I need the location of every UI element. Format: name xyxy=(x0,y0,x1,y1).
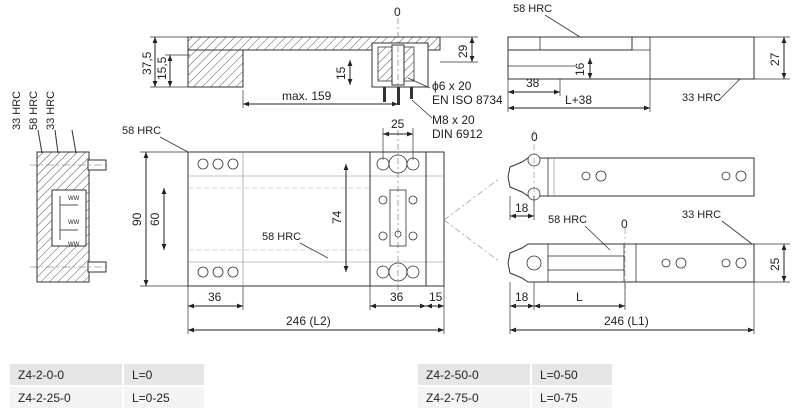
table-row: Z4-2-50-0 L=0-50 xyxy=(418,364,612,386)
hrc-label-plan-mid: 58 HRC xyxy=(262,231,301,243)
technical-drawing: WW WW WW 33 HRC 58 HRC 33 HRC 37,5 15,5 … xyxy=(11,3,790,334)
right-plan-view-a: 0 18 xyxy=(507,130,755,220)
hrc-label-right-bottom: 33 HRC xyxy=(682,92,721,104)
table-row: Z4-2-25-0 L=0-25 xyxy=(10,385,204,408)
dim-25: 25 xyxy=(391,117,405,131)
variant-length: L=0-75 xyxy=(530,385,612,408)
svg-text:WW: WW xyxy=(68,220,80,226)
dim-18-a: 18 xyxy=(515,201,529,215)
pin-standard: EN ISO 8734 xyxy=(432,93,503,107)
svg-text:WW: WW xyxy=(68,242,80,248)
hrc-label-plan-top: 58 HRC xyxy=(122,125,161,137)
dim-74: 74 xyxy=(330,210,344,224)
dim-27: 27 xyxy=(768,52,782,66)
dim-37-5: 37,5 xyxy=(140,51,154,75)
center-plan-view: 90 60 74 25 36 36 15 246 (L2) 58 HRC 58 … xyxy=(122,117,445,334)
dim-15-plan: 15 xyxy=(429,290,443,304)
dim-max-159: max. 159 xyxy=(282,89,332,103)
dim-l: L xyxy=(576,290,583,304)
zero-mark-right-b: 0 xyxy=(621,217,628,231)
pin-spec: ϕ6 x 20 xyxy=(432,79,472,93)
dim-60: 60 xyxy=(148,212,162,226)
dim-36-right: 36 xyxy=(390,290,404,304)
dim-29: 29 xyxy=(456,44,470,58)
variant-code: Z4-2-25-0 xyxy=(10,385,123,408)
hrc-label-right-top: 58 HRC xyxy=(513,3,552,15)
variant-table-right: Z4-2-50-0 L=0-50 Z4-2-75-0 L=0-75 xyxy=(418,364,612,408)
dim-246-l1: 246 (L1) xyxy=(604,314,649,328)
zero-mark-top: 0 xyxy=(394,5,401,19)
right-top-view: 38 L+38 16 27 58 HRC 33 HRC xyxy=(507,3,790,112)
dim-15-top: 15 xyxy=(334,66,348,80)
hrc-label-side-1: 33 HRC xyxy=(11,91,23,130)
right-plan-view-b: 0 58 HRC 33 HRC 25 18 L 246 (L1) xyxy=(507,209,790,334)
variant-length: L=0 xyxy=(122,364,204,386)
variant-code: Z4-2-50-0 xyxy=(418,364,531,386)
dim-90: 90 xyxy=(130,212,144,226)
hrc-label-side-2: 58 HRC xyxy=(28,91,40,130)
dim-246-l2: 246 (L2) xyxy=(286,314,331,328)
screw-spec: M8 x 20 xyxy=(432,113,475,127)
table-row: Z4-2-75-0 L=0-75 xyxy=(418,385,612,408)
zero-mark-right-a: 0 xyxy=(531,130,538,144)
hrc-label-right-plan-1: 58 HRC xyxy=(548,214,587,226)
dim-16: 16 xyxy=(573,62,587,76)
table-row: Z4-2-0-0 L=0 xyxy=(10,364,204,386)
dim-25-right: 25 xyxy=(768,257,782,271)
variant-length: L=0-50 xyxy=(530,364,612,386)
variant-code: Z4-2-75-0 xyxy=(418,385,531,408)
top-section-view: 37,5 15,5 15 29 0 max. 159 ϕ6 x 20 EN IS… xyxy=(140,5,503,141)
hrc-label-side-3: 33 HRC xyxy=(45,91,57,130)
dim-38: 38 xyxy=(526,76,540,90)
variant-length: L=0-25 xyxy=(122,385,204,408)
dim-15-5: 15,5 xyxy=(155,56,169,80)
svg-text:WW: WW xyxy=(68,196,80,202)
dim-36-left: 36 xyxy=(208,290,222,304)
hrc-label-right-plan-2: 33 HRC xyxy=(682,209,721,221)
side-section-view: WW WW WW 33 HRC 58 HRC 33 HRC xyxy=(11,91,110,283)
variant-table-left: Z4-2-0-0 L=0 Z4-2-25-0 L=0-25 xyxy=(10,364,204,408)
dim-l-plus-38: L+38 xyxy=(565,93,592,107)
variant-code: Z4-2-0-0 xyxy=(10,364,123,386)
dim-18-b: 18 xyxy=(515,290,529,304)
screw-standard: DIN 6912 xyxy=(432,127,483,141)
